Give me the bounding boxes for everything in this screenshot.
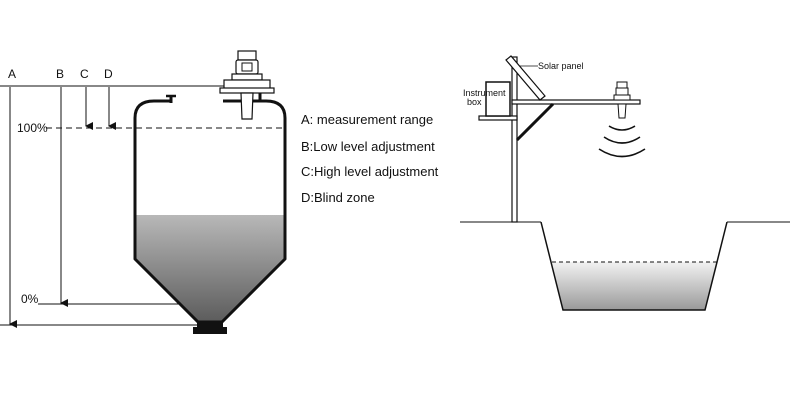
radar-waves <box>598 125 646 158</box>
pit-outline <box>540 221 728 311</box>
legend-item-b: B:Low level adjustment <box>301 139 435 154</box>
dim-label-b: B <box>56 67 64 81</box>
outdoor-section: Instrument box Solar panel <box>460 55 790 311</box>
silo-outlet <box>197 322 223 328</box>
silo-outlet-flange <box>193 327 227 334</box>
solar-panel <box>505 55 546 101</box>
radar-sensor-small-icon <box>613 81 631 119</box>
legend-item-a: A: measurement range <box>301 112 433 127</box>
pit-liquid <box>552 262 718 310</box>
dim-label-c: C <box>80 67 89 81</box>
solar-panel-label: Solar panel <box>538 61 584 71</box>
support-arm <box>511 99 641 105</box>
instrument-box-label-2: box <box>467 97 482 107</box>
dim-label-a: A <box>8 67 16 81</box>
level-label-100: 100% <box>17 121 48 135</box>
legend-item-d: D:Blind zone <box>301 190 375 205</box>
silo-roof-left <box>154 94 176 103</box>
instrument-box-label-1: Instrument <box>463 88 506 98</box>
legend-item-c: C:High level adjustment <box>301 164 439 179</box>
instrument-box <box>485 81 511 117</box>
dim-label-d: D <box>104 67 113 81</box>
support-pole <box>511 56 518 223</box>
level-label-0: 0% <box>21 292 39 306</box>
radar-sensor-icon <box>219 50 275 120</box>
legend: A: measurement range B:Low level adjustm… <box>301 112 439 205</box>
silo-section: A B C D 100% 0% <box>0 50 287 334</box>
support-brace <box>515 102 555 142</box>
silo-liquid <box>135 215 285 322</box>
